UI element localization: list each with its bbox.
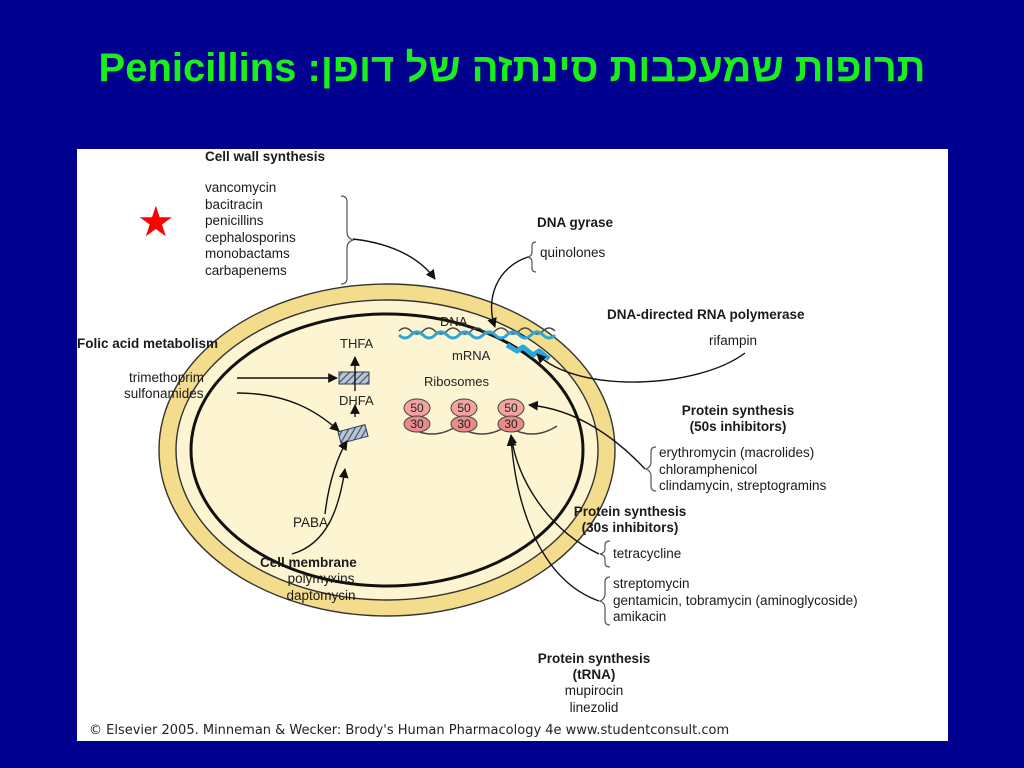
protein-50s-heading-line1: Protein synthesis (681, 403, 795, 418)
drug-item: bacitracin (205, 196, 263, 212)
dna-label: DNA (440, 314, 468, 329)
protein-trna-heading-line2: (tRNA) (572, 667, 616, 682)
brace-30s-a (599, 540, 611, 568)
ribosome-3-large-label: 50 (504, 401, 518, 415)
protein-30s-heading-line1: Protein synthesis (573, 504, 687, 519)
mrna-strand (505, 342, 551, 361)
cell-diagram (158, 195, 746, 626)
drug-item: cephalosporins (205, 229, 296, 245)
quinolones-label: quinolones (540, 245, 606, 260)
copyright-footer: © Elsevier 2005. Minneman & Wecker: Brod… (89, 723, 730, 738)
ribosome-2-large-label: 50 (457, 401, 471, 415)
arrow-cell-membrane (291, 468, 349, 555)
drug-item: linezolid (569, 699, 619, 715)
ribosome-1 (403, 398, 431, 433)
ribosome-1-small-label: 30 (410, 417, 424, 431)
drug-item: daptomycin (286, 587, 356, 603)
thfa-label: THFA (340, 336, 374, 351)
arrow-paba (324, 440, 348, 515)
rifampin-label: rifampin (709, 333, 758, 348)
brace-30s-b (598, 576, 611, 626)
protein-50s-heading-line2: (50s inhibitors) (689, 419, 787, 434)
protein-trna-heading: Protein synthesis (tRNA) (509, 651, 679, 683)
dna-strand-2 (397, 330, 557, 340)
cell-wall-heading: Cell wall synthesis (205, 149, 326, 164)
folic-acid-heading: Folic acid metabolism (77, 336, 219, 351)
cell-membrane-heading: Cell membrane (260, 555, 357, 570)
brace-cell-wall (340, 195, 355, 285)
star-icon: ★ (137, 197, 175, 246)
protein-30s-heading: Protein synthesis (30s inhibitors) (545, 504, 715, 536)
mrna-label: mRNA (452, 348, 491, 363)
drug-item: amikacin (613, 609, 667, 624)
drug-item: erythromycin (macrolides) (659, 445, 815, 460)
arrow-50s (528, 400, 646, 470)
arrow-cell-wall (352, 238, 436, 280)
ribosomes-label: Ribosomes (424, 374, 490, 389)
drug-item: penicillins (205, 213, 264, 228)
rna-polymerase-heading: DNA-directed RNA polymerase (607, 307, 805, 322)
drug-item: vancomycin (205, 180, 277, 195)
ribosome-2 (450, 398, 478, 433)
drug-item: polymyxins (287, 571, 355, 586)
drug-item: mupirocin (564, 683, 624, 698)
brace-quinolones (527, 241, 537, 273)
sulfonamides-label: sulfonamides (124, 386, 204, 401)
arrow-rifampin (536, 352, 746, 383)
slide-title: Penicillins :תרופות שמעכבות סינתזה של דו… (98, 46, 926, 90)
drug-item: chloramphenicol (659, 461, 758, 477)
protein-50s-drug-list: erythromycin (macrolides) chloramphenico… (659, 445, 826, 495)
trimethoprim-label: trimethoprim (129, 370, 205, 385)
arrow-sulfonamides (236, 392, 340, 432)
drug-item: streptomycin (613, 576, 690, 591)
drug-item: carbapenems (205, 262, 287, 278)
ribosome-3-small-label: 30 (504, 417, 518, 431)
drug-item: clindamycin, streptogramins (659, 478, 827, 493)
protein-50s-heading: Protein synthesis (50s inhibitors) (653, 403, 823, 435)
drug-item: monobactams (205, 246, 290, 261)
drug-item: gentamicin, tobramycin (aminoglycoside) (613, 592, 858, 608)
protein-trna-heading-line1: Protein synthesis (537, 651, 651, 666)
tetracycline-label: tetracycline (613, 546, 682, 561)
ribosome-mrna (406, 425, 558, 435)
cell-membrane-drug-list: polymyxins daptomycin (257, 571, 385, 604)
cell-membrane-ring (189, 312, 585, 588)
diagram-panel: ★ Cell wall synthesis vancomycin bacitra… (77, 149, 948, 741)
protein-30s-heading-line2: (30s inhibitors) (581, 520, 679, 535)
arrow-30s-b (506, 436, 600, 602)
brace-50s (644, 446, 657, 492)
ribosome-3 (497, 398, 525, 433)
enzyme-block-dhfa (337, 423, 369, 445)
dhfa-label: DHFA (339, 393, 374, 408)
protein-trna-drug-list: mupirocin linezolid (509, 683, 679, 716)
arrow-30s-a (507, 434, 600, 555)
protein-30s-drug-list: streptomycin gentamicin, tobramycin (ami… (613, 576, 858, 626)
dna-strand (398, 327, 556, 335)
dna-gyrase-heading: DNA gyrase (537, 215, 614, 230)
arrow-quinolones (487, 256, 529, 328)
ribosome-1-large-label: 50 (410, 401, 424, 415)
ribosome-2-small-label: 30 (457, 417, 471, 431)
enzyme-block-thfa (338, 371, 370, 385)
cell-wall-drug-list: vancomycin bacitracin penicillins cephal… (205, 180, 296, 279)
paba-label: PABA (293, 515, 329, 530)
